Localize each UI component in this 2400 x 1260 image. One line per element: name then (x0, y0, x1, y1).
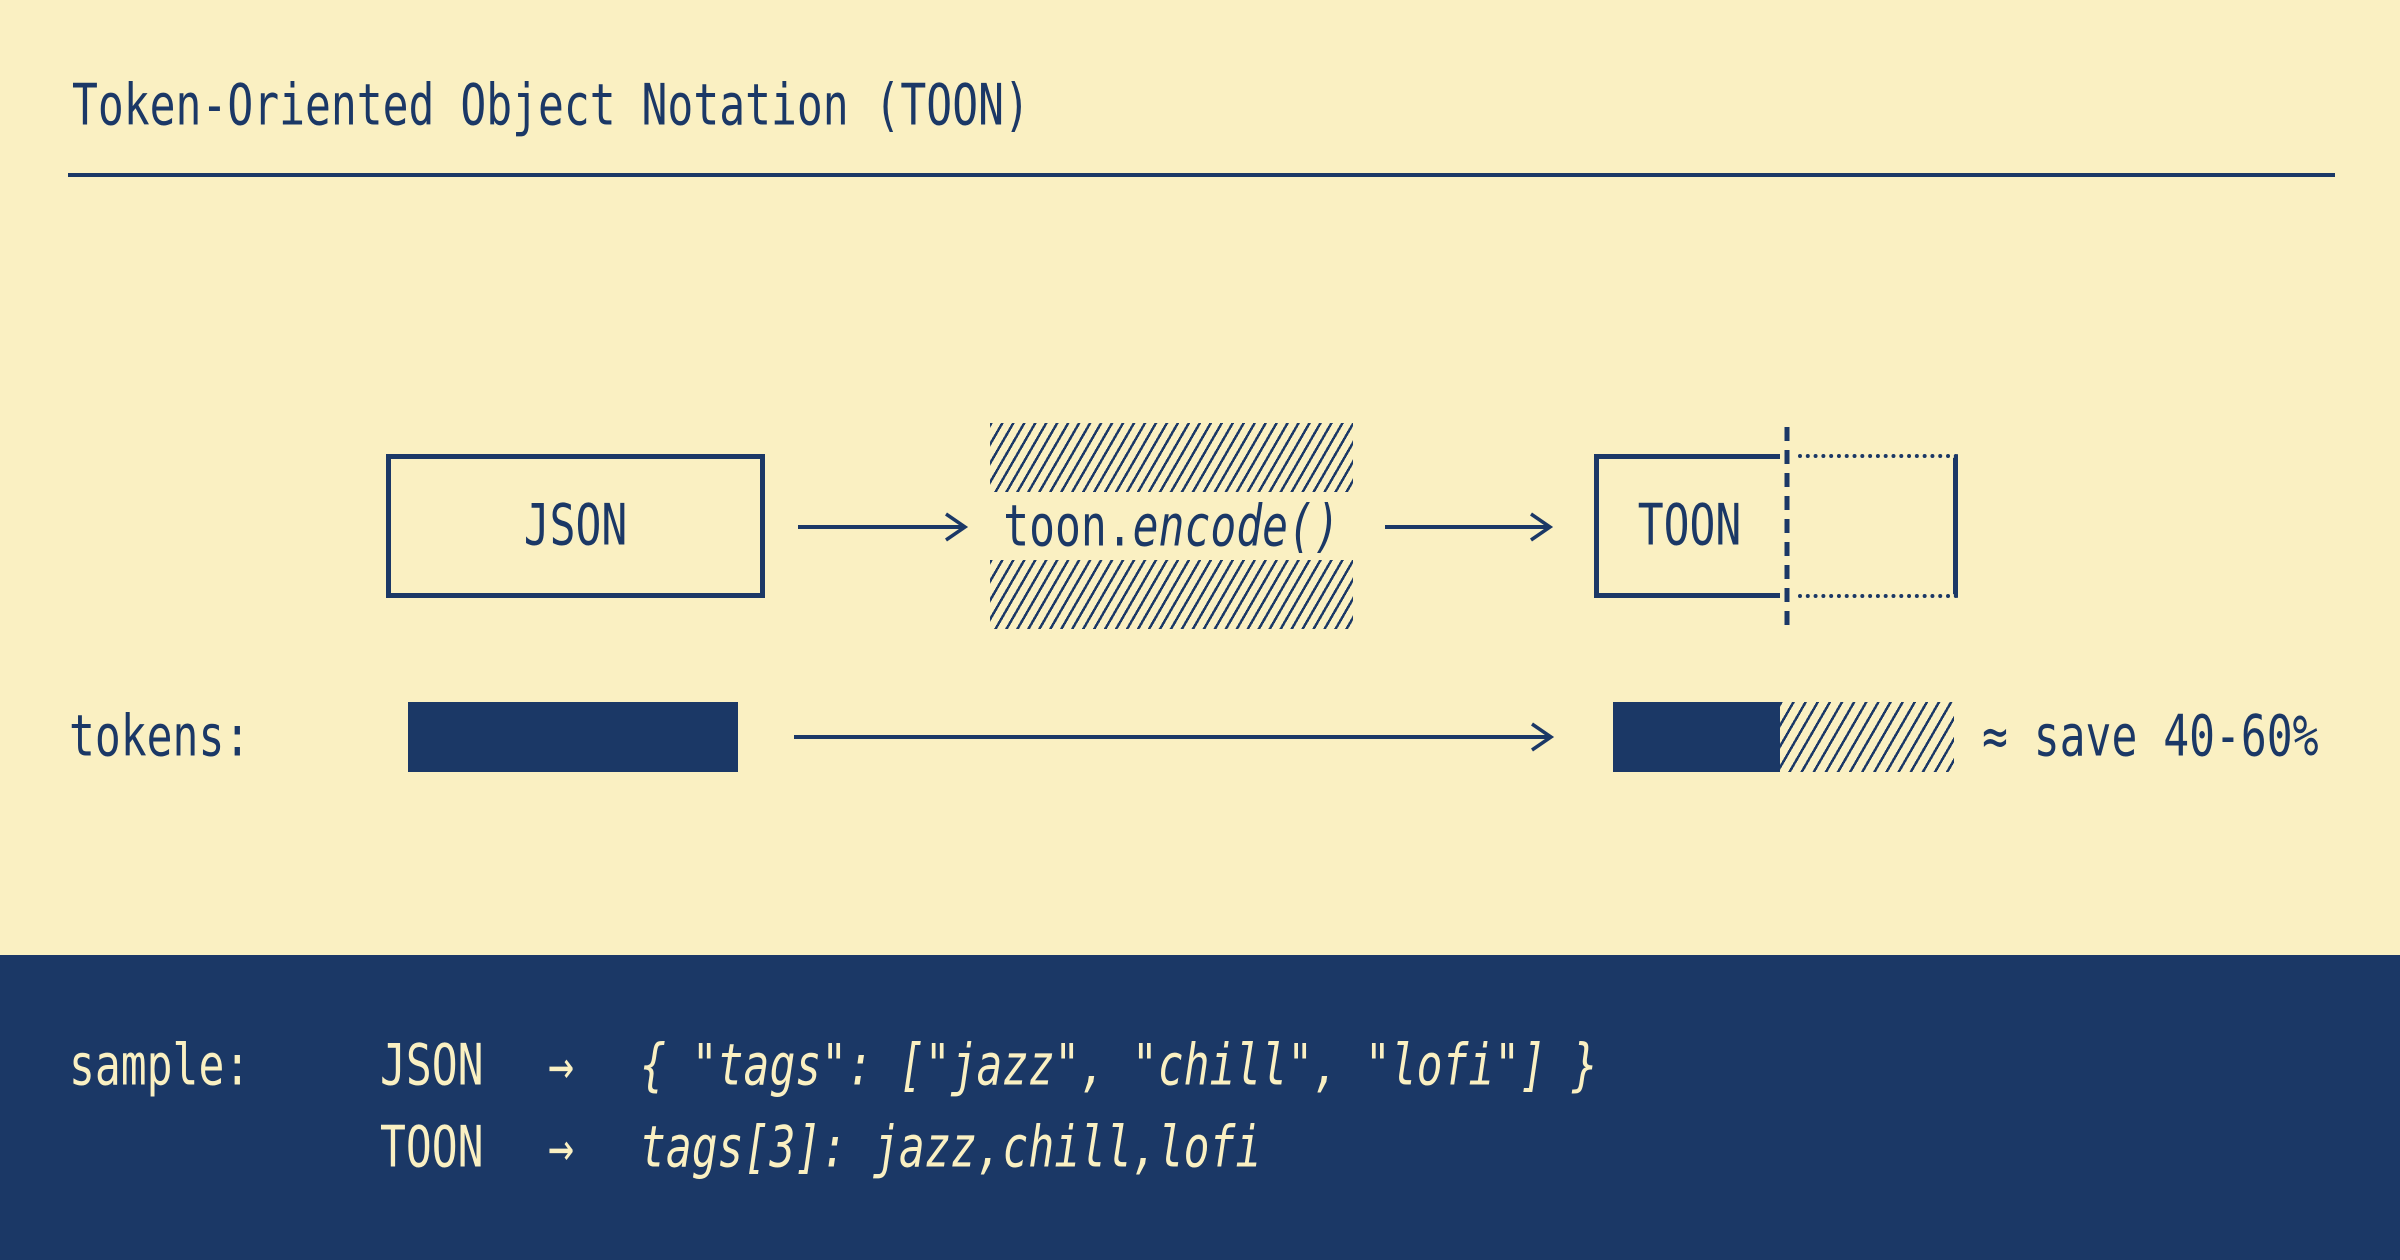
sample-row-code: { "tags": ["jazz", "chill", "lofi"] } (640, 1036, 1598, 1096)
encoder-label-wrap: toon.encode() (990, 497, 1353, 557)
title-underline (68, 173, 2335, 177)
page-title: Token-Oriented Object Notation (TOON) (72, 72, 1030, 139)
arrow-right-icon: → (548, 1036, 574, 1096)
json-token-bar (408, 702, 738, 772)
hatch-block-top (990, 423, 1353, 492)
sample-json-arrow: → (548, 1032, 574, 1099)
arrow-right-icon (794, 722, 1555, 752)
json-input-box: JSON (386, 454, 765, 598)
hatch-block-bottom (990, 560, 1353, 629)
tokens-label-wrap: tokens: (69, 707, 250, 767)
sample-toon-code: tags[3]: jazz,chill,lofi (640, 1114, 1262, 1181)
savings-note: ≈ save 40-60% (1982, 703, 2319, 770)
encoder-label: toon.encode() (1003, 498, 1340, 556)
sample-json-format: JSON (380, 1032, 484, 1099)
tokens-label: tokens: (69, 703, 251, 770)
saved-tokens-hatch (1780, 702, 1954, 772)
sample-toon-format: TOON (380, 1114, 484, 1181)
sample-panel (0, 955, 2400, 1260)
sample-label-wrap: sample: (69, 1036, 250, 1096)
toon-token-bar (1613, 702, 1780, 772)
dashed-cut-line (1784, 427, 1790, 628)
sample-row-code: tags[3]: jazz,chill,lofi (640, 1118, 1261, 1178)
sample-label: sample: (69, 1032, 251, 1099)
sample-row-format: TOON (380, 1118, 484, 1178)
arrow-right-icon (798, 512, 969, 542)
page-title-wrap: Token-Oriented Object Notation (TOON) (72, 76, 1030, 136)
toon-output-box: TOON (1594, 454, 1780, 598)
sample-row-format: JSON (380, 1036, 484, 1096)
json-input-label: JSON (523, 492, 628, 559)
savings-note-wrap: ≈ save 40-60% (1982, 707, 2319, 767)
encoder-label-regular: toon. (1003, 493, 1133, 560)
encoder-label-italic: encode() (1132, 493, 1340, 560)
sample-json-code: { "tags": ["jazz", "chill", "lofi"] } (640, 1032, 1598, 1099)
toon-output-label: TOON (1637, 492, 1742, 559)
toon-ghost-box (1798, 454, 1958, 598)
arrow-right-icon: → (548, 1118, 574, 1178)
sample-toon-arrow: → (548, 1114, 574, 1181)
arrow-right-icon (1385, 512, 1554, 542)
